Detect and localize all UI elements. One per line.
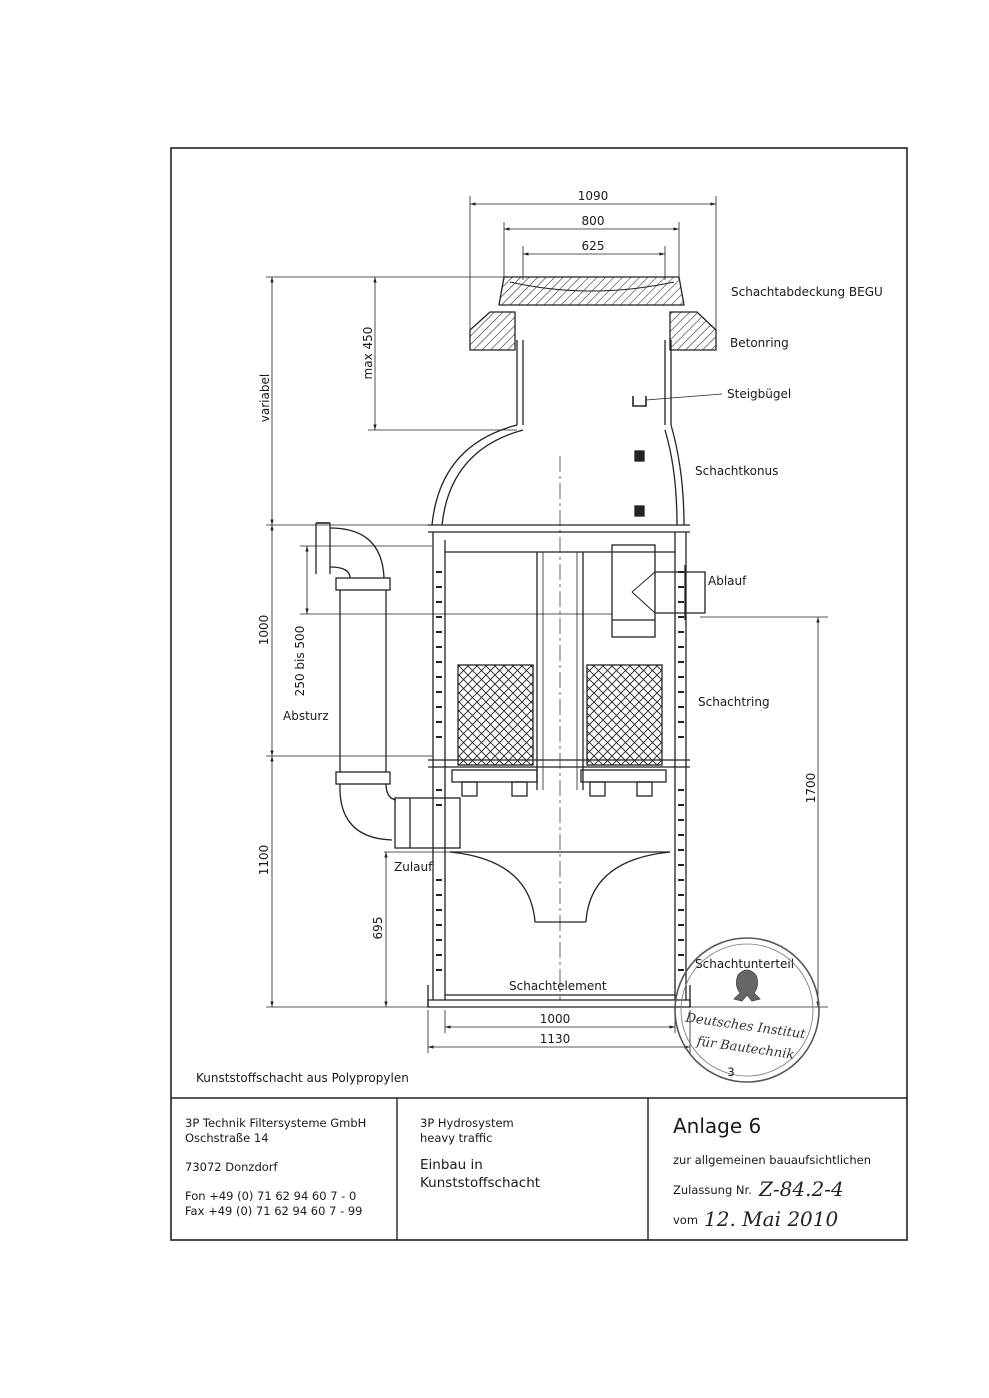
- filter-cartridge-right: [580, 664, 667, 797]
- approval-number: Z-84.2-4: [758, 1177, 844, 1201]
- dim-max-450: max 450: [361, 327, 375, 380]
- dim-1130: 1130: [540, 1032, 571, 1046]
- label-outlet: Ablauf: [708, 574, 747, 588]
- approval-number-label: Zulassung Nr.: [673, 1183, 752, 1197]
- outlet-pipe: [611, 544, 706, 638]
- label-inlet: Zulauf: [394, 860, 433, 874]
- steigbuegel-leader: [645, 393, 723, 401]
- company-street: Oschstraße 14: [185, 1131, 269, 1145]
- company-fax: Fax +49 (0) 71 62 94 60 7 - 99: [185, 1204, 363, 1218]
- label-drop: Absturz: [283, 709, 329, 723]
- central-riser: [536, 552, 584, 790]
- annex-title: Anlage 6: [673, 1114, 761, 1138]
- filter-cartridge-left: [451, 664, 538, 797]
- stamp-emblem-icon: [733, 969, 761, 1002]
- drawing-caption: Kunststoffschacht aus Polypropylen: [196, 1071, 409, 1085]
- label-cover: Schachtabdeckung BEGU: [731, 285, 883, 299]
- label-step-iron: Steigbügel: [727, 387, 791, 401]
- dim-250-bis-500: 250 bis 500: [293, 626, 307, 697]
- dim-1000-horizontal: 1000: [540, 1012, 571, 1026]
- dimension-lines: [266, 196, 828, 1053]
- approval-text: zur allgemeinen bauaufsichtlichen: [673, 1153, 871, 1167]
- sediment-funnel: [449, 851, 671, 923]
- inlet-coupling: [394, 797, 461, 849]
- dim-800: 800: [582, 214, 605, 228]
- dim-1100: 1100: [257, 845, 271, 876]
- dim-1090: 1090: [578, 189, 609, 203]
- company-city: 73072 Donzdorf: [185, 1160, 279, 1174]
- shaft-assembly: [315, 276, 717, 1008]
- install-line-1: Einbau in: [420, 1157, 483, 1173]
- label-shaft-element: Schachtelement: [509, 979, 607, 993]
- product-line-1: 3P Hydrosystem: [420, 1116, 514, 1130]
- date-label: vom: [673, 1213, 698, 1227]
- label-shaft-ring: Schachtring: [698, 695, 770, 709]
- stamp-number: 3: [727, 1065, 734, 1079]
- step-iron: [632, 396, 647, 407]
- label-shaft-base: Schachtunterteil: [695, 957, 794, 971]
- label-concrete-ring: Betonring: [730, 336, 789, 350]
- manhole-cover: [498, 276, 685, 306]
- dim-variabel: variabel: [258, 374, 272, 422]
- install-line-2: Kunststoffschacht: [420, 1175, 540, 1191]
- company-name: 3P Technik Filtersysteme GmbH: [185, 1116, 366, 1130]
- concrete-ring: [469, 311, 717, 351]
- product-line-2: heavy traffic: [420, 1131, 492, 1145]
- dim-1700: 1700: [804, 773, 818, 804]
- label-cone: Schachtkonus: [695, 464, 778, 478]
- dim-695: 695: [371, 917, 385, 940]
- approval-date: 12. Mai 2010: [704, 1207, 838, 1231]
- company-phone: Fon +49 (0) 71 62 94 60 7 - 0: [185, 1189, 356, 1203]
- dim-625: 625: [582, 239, 605, 253]
- dim-1000-vertical: 1000: [257, 615, 271, 646]
- shaft-cone: [428, 424, 690, 533]
- drawing-frame: [170, 147, 908, 1241]
- drop-pipe: [315, 522, 397, 841]
